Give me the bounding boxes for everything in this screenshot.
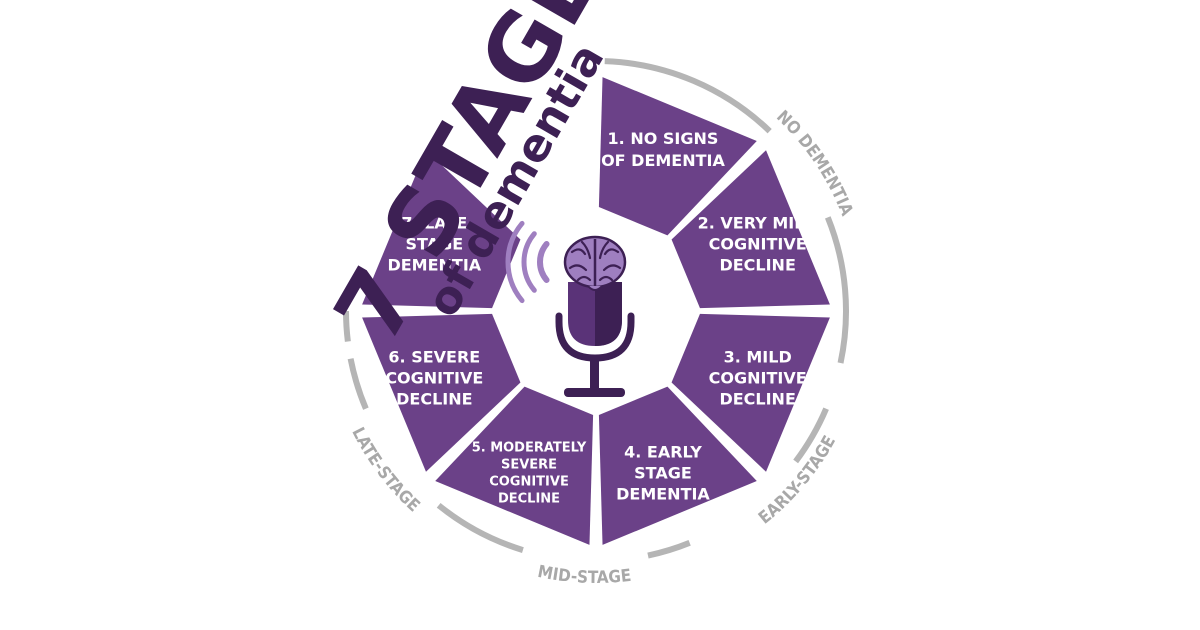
- phase-ring-arc: [343, 310, 351, 342]
- stage-label: 1. NO SIGNS OF DEMENTIA: [601, 129, 725, 170]
- mic-stand: [590, 355, 599, 391]
- stage-label-line: 7. LATE: [401, 214, 467, 233]
- stage-label-line: 1. NO SIGNS: [608, 129, 719, 148]
- stage-label-line: DECLINE: [719, 390, 795, 409]
- stage-label-line: DEMENTIA: [387, 256, 481, 275]
- stage-segment: [362, 150, 521, 309]
- sound-wave: [505, 220, 525, 304]
- stage-label: 4. EARLY STAGE DEMENTIA: [616, 442, 710, 503]
- stage-label-line: STAGE: [406, 235, 464, 254]
- stage-segment: [435, 386, 594, 545]
- stage-segment: [362, 313, 521, 472]
- stage-label: 5. MODERATELY SEVERE COGNITIVE DECLINE: [472, 441, 587, 507]
- phase-ring-arc: [647, 540, 691, 559]
- stage-segment: [598, 77, 757, 236]
- stage-label-line: 3. MILD: [724, 348, 792, 367]
- phase-ring-arc: [347, 358, 369, 410]
- brain-icon: [563, 235, 627, 291]
- mic-holder: [555, 312, 635, 362]
- stage-label-line: DECLINE: [719, 256, 795, 275]
- stage-label-line: 5. MODERATELY: [472, 441, 587, 456]
- stage-label-line: 6. SEVERE: [388, 348, 480, 367]
- mic-body-shade: [595, 282, 622, 346]
- phase-ring-arc: [793, 407, 829, 464]
- stage-label-line: COGNITIVE: [709, 235, 807, 254]
- stage-label-line: COGNITIVE: [709, 369, 807, 388]
- stage-label-line: STAGE: [634, 463, 692, 482]
- stage-segments: 1. NO SIGNS OF DEMENTIA 2. VERY MILD COGNIT…: [362, 77, 830, 545]
- phase-ring-arc: [825, 216, 849, 364]
- stage-label-line: 2. VERY MILD: [698, 214, 818, 233]
- stage-label-line: DEMENTIA: [616, 484, 710, 503]
- stage-label-line: DECLINE: [498, 492, 560, 507]
- stage-segment: [671, 150, 830, 309]
- stage-label: 7. LATE STAGE DEMENTIA: [387, 214, 481, 275]
- stage-label: 3. MILD COGNITIVE DECLINE: [709, 348, 807, 409]
- stage-label-line: SEVERE: [501, 458, 557, 473]
- sound-waves-icon: [505, 220, 550, 304]
- phase-ring-arc: [604, 58, 772, 134]
- stage-label: 2. VERY MILD COGNITIVE DECLINE: [698, 214, 818, 275]
- stage-label-line: 4. EARLY: [624, 442, 702, 461]
- sound-wave: [521, 231, 537, 293]
- stage-segment: [598, 386, 757, 545]
- stage-label-line: COGNITIVE: [385, 369, 483, 388]
- mic-base: [564, 388, 625, 397]
- sound-wave: [537, 241, 550, 283]
- brain-microphone-icon: [505, 220, 635, 397]
- stage-segment: [671, 313, 830, 472]
- stage-label-line: DECLINE: [396, 390, 472, 409]
- stage-label-line: COGNITIVE: [489, 475, 569, 490]
- phase-label: MID-STAGE: [536, 562, 632, 588]
- stage-label-line: OF DEMENTIA: [601, 151, 725, 170]
- phase-ring-arc: [436, 502, 524, 553]
- stage-label: 6. SEVERE COGNITIVE DECLINE: [385, 348, 483, 409]
